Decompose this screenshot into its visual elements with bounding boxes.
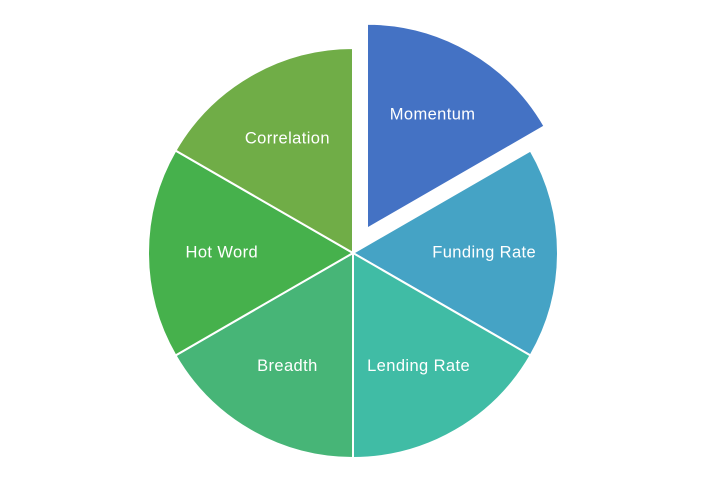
pie-slice-label-breadth: Breadth bbox=[257, 357, 318, 375]
pie-slice-breadth bbox=[174, 252, 354, 459]
pie-slice-label-lending-rate: Lending Rate bbox=[367, 357, 470, 375]
pie-slice-label-funding-rate: Funding Rate bbox=[432, 243, 536, 261]
pie-slice-momentum bbox=[366, 22, 546, 230]
pie-slice-correlation bbox=[174, 47, 354, 254]
pie-slice-lending-rate bbox=[352, 252, 532, 459]
pie-slice-funding-rate bbox=[352, 149, 559, 357]
pie-slice-label-correlation: Correlation bbox=[245, 130, 330, 148]
pie-slice-hot-word bbox=[147, 149, 354, 357]
pie-slice-label-hot-word: Hot Word bbox=[186, 243, 259, 261]
pie-slice-label-momentum: Momentum bbox=[390, 105, 476, 123]
